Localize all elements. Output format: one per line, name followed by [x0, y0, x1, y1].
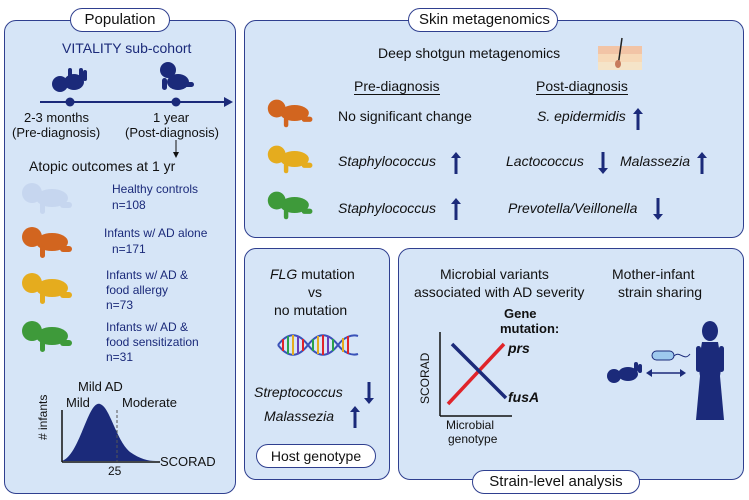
- strain-gene-label-1: Gene: [504, 306, 537, 321]
- infant-icon-ad-alone: [22, 227, 72, 258]
- strain-title: Strain-level analysis: [472, 470, 640, 494]
- timeline-dot-pre: [65, 97, 75, 107]
- timeline-post-bottom: (Post-diagnosis): [125, 125, 219, 140]
- skin-row3-post: Prevotella/Veillonella: [508, 200, 638, 216]
- arrow-down-icon: [653, 198, 663, 220]
- host-taxon-streptococcus: Streptococcus: [254, 384, 343, 400]
- strain-variants-line1: Microbial variants: [440, 266, 549, 282]
- dna-icon: [277, 334, 359, 356]
- strain-xlabel-1: Microbial: [446, 418, 495, 432]
- outcomes-title: Atopic outcomes at 1 yr: [29, 158, 176, 174]
- scorad-xtick: 25: [108, 464, 122, 478]
- arrow-up-icon: [451, 152, 461, 174]
- strain-gene-prs: prs: [508, 340, 530, 356]
- arrow-down-icon: [364, 382, 374, 404]
- arrow-up-icon: [350, 406, 360, 428]
- skin-col-post: Post-diagnosis: [536, 78, 628, 95]
- scorad-xlabel: SCORAD: [160, 454, 216, 469]
- scorad-label-mild: Mild: [66, 395, 90, 410]
- strain-xlabel-2: genotype: [448, 432, 498, 446]
- strain-gene-label-2: mutation:: [500, 321, 560, 336]
- arrow-up-icon: [697, 152, 707, 174]
- fusa-line: [450, 342, 508, 400]
- skin-title: Skin metagenomics: [408, 8, 558, 32]
- skin-method: Deep shotgun metagenomics: [378, 45, 561, 61]
- skin-row1-post: S. epidermidis: [537, 108, 626, 124]
- skin-row2-post2: Malassezia: [620, 153, 691, 169]
- infant-lying-icon: [607, 362, 642, 383]
- host-gene: FLG: [270, 266, 298, 282]
- arrow-up-icon: [633, 108, 643, 130]
- bacterium-icon: [651, 350, 691, 361]
- arrow-down-icon: [598, 152, 608, 174]
- infant-icon-skin-allergy: [267, 145, 313, 174]
- group-ad-food-allergy-line2: food allergy: [106, 283, 169, 297]
- group-ad-food-sensitization-n: n=31: [106, 350, 134, 364]
- infant-icon-skin-ad: [267, 99, 313, 128]
- group-ad-food-allergy-line1: Infants w/ AD &: [106, 268, 189, 282]
- group-ad-alone-n: n=171: [112, 242, 146, 256]
- strain-ylabel: SCORAD: [418, 352, 432, 404]
- skin-row3-pre: Staphylococcus: [338, 200, 437, 216]
- infant-icon-ad-food-allergy: [22, 273, 72, 304]
- scorad-label-mild-ad: Mild AD: [78, 379, 123, 394]
- timeline-dot-post: [171, 97, 181, 107]
- timeline-post-top: 1 year: [153, 110, 190, 125]
- infant-icon-ad-food-sensitization: [22, 321, 72, 352]
- skin-row2-post1: Lactococcus: [506, 153, 584, 169]
- group-ad-food-sensitization-line1: Infants w/ AD &: [106, 320, 189, 334]
- timeline-pre-bottom: (Pre-diagnosis): [12, 125, 101, 140]
- timeline-pre-top: 2-3 months: [24, 110, 90, 125]
- arrow-up-icon: [451, 198, 461, 220]
- infant-icon-healthy: [22, 183, 72, 214]
- mother-silhouette-icon: [696, 321, 724, 420]
- population-title: Population: [70, 8, 170, 32]
- group-ad-alone-label: Infants w/ AD alone: [104, 226, 208, 240]
- double-arrow-icon: [646, 369, 686, 377]
- skin-row1-pre: No significant change: [338, 108, 472, 124]
- group-healthy-label: Healthy controls: [112, 182, 199, 196]
- skin-row2-pre: Staphylococcus: [338, 153, 437, 169]
- host-panel: [244, 248, 390, 480]
- infant-icon-skin-sensitization: [267, 191, 313, 220]
- infant-sitting-icon: [160, 62, 194, 90]
- group-healthy-n: n=108: [112, 198, 146, 212]
- infant-lying-icon: [52, 68, 87, 92]
- scorad-label-moderate: Moderate: [122, 395, 177, 410]
- host-gene-suffix: mutation: [297, 266, 355, 282]
- group-ad-food-allergy-n: n=73: [106, 298, 134, 312]
- host-title: Host genotype: [256, 444, 376, 468]
- strain-sharing-line2: strain sharing: [618, 284, 703, 300]
- prs-line: [446, 342, 506, 406]
- host-gene-line: FLG mutation: [270, 266, 355, 282]
- skin-col-pre: Pre-diagnosis: [354, 78, 440, 95]
- strain-gene-fusa: fusA: [508, 389, 540, 405]
- strain-sharing-line1: Mother-infant: [612, 266, 695, 282]
- group-ad-food-sensitization-line2: food sensitization: [106, 335, 199, 349]
- strain-panel: [398, 248, 744, 480]
- host-vs: vs: [308, 284, 322, 300]
- host-taxon-malassezia: Malassezia: [264, 408, 335, 424]
- skin-layers-icon: [598, 37, 642, 70]
- cohort-label: VITALITY sub-cohort: [62, 40, 192, 56]
- strain-variants-line2: associated with AD severity: [414, 284, 585, 300]
- host-no-mutation: no mutation: [274, 302, 348, 318]
